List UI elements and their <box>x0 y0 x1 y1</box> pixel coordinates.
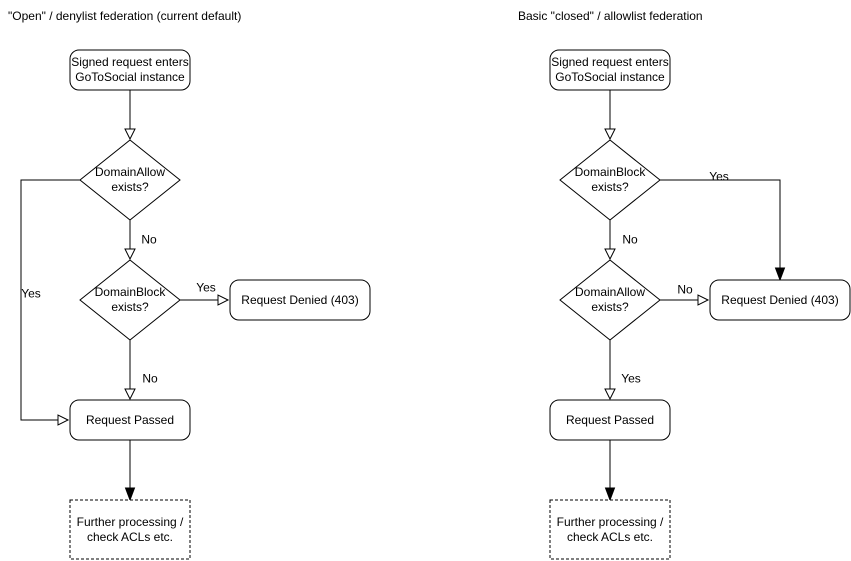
right-edge-decision2-to-passed <box>604 340 616 401</box>
open-arrowhead-icon <box>604 248 616 261</box>
filled-arrowhead-icon <box>604 487 616 502</box>
left-edge-passed-to-further <box>124 440 136 502</box>
left-edge-decision1-to-decision2 <box>124 220 136 261</box>
right-decision1-node <box>559 139 661 221</box>
right-decision2-node <box>559 259 661 341</box>
left-denied-node <box>229 279 371 321</box>
right-diagram-title: Basic "closed" / allowlist federation <box>518 9 703 23</box>
left-diagram-title: "Open" / denylist federation (current de… <box>8 9 242 23</box>
left-edge-start-to-decision1 <box>124 90 136 141</box>
open-arrowhead-icon <box>124 388 136 401</box>
left-passed-node <box>69 399 191 441</box>
left-edge-decision2-to-denied <box>180 294 230 306</box>
left-decision2-node <box>79 259 181 341</box>
left-edge-decision1-yes-to-passed <box>20 179 80 426</box>
right-denied-node <box>709 279 851 321</box>
open-arrowhead-icon <box>604 388 616 401</box>
right-start-node <box>549 49 671 91</box>
left-edge-decision2-to-passed <box>124 340 136 401</box>
open-arrowhead-icon <box>697 294 710 306</box>
right-edge-decision1-to-decision2 <box>604 220 616 261</box>
filled-arrowhead-icon <box>124 487 136 502</box>
open-arrowhead-icon <box>604 128 616 141</box>
right-passed-node <box>549 399 671 441</box>
left-start-node <box>69 49 191 91</box>
right-edge-decision2-to-denied <box>660 294 710 306</box>
left-further-node <box>69 499 191 560</box>
right-edge-decision1-yes-to-denied <box>660 179 786 282</box>
right-further-node <box>549 499 671 560</box>
right-edge-passed-to-further <box>604 440 616 502</box>
open-arrowhead-icon <box>57 414 70 426</box>
filled-arrowhead-icon <box>774 267 786 282</box>
open-arrowhead-icon <box>124 248 136 261</box>
right-edge-start-to-decision1 <box>604 90 616 141</box>
open-arrowhead-icon <box>217 294 230 306</box>
open-arrowhead-icon <box>124 128 136 141</box>
left-decision1-node <box>79 139 181 221</box>
